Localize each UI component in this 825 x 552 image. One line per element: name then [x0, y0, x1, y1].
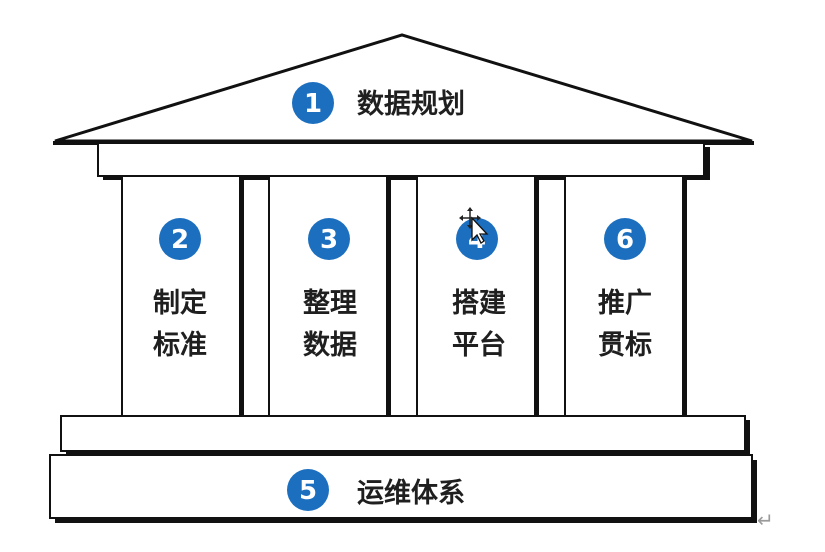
beam-shape — [97, 142, 705, 177]
roof-label: 数据规划 — [357, 89, 465, 120]
base-shape — [49, 454, 753, 519]
pillar-3-label-line1: 搭建 — [452, 288, 506, 319]
pillar-2-shape — [268, 175, 388, 417]
pillar-2-number-badge — [308, 218, 350, 260]
pillar-3-number-badge — [456, 218, 498, 260]
pillar-2-shadow — [386, 178, 391, 416]
pillar-1-shadow — [239, 178, 244, 416]
return-mark-icon: ↵ — [757, 508, 774, 532]
pillar-4-shadow — [682, 178, 687, 416]
beam — [97, 142, 710, 180]
pillar-1-number: 2 — [171, 225, 189, 255]
pillar-1-number-badge — [159, 218, 201, 260]
pillar-3-shadow — [534, 178, 539, 416]
pillar-4-label-line1: 推广 — [598, 288, 652, 319]
base-number: 5 — [299, 476, 317, 506]
pillar-2-label-line2: 数据 — [303, 330, 357, 361]
base-label: 运维体系 — [357, 478, 465, 509]
pillar-1-shape — [121, 175, 241, 417]
pillar-4: 6 推广 贯标 — [564, 175, 687, 417]
pillar-1-label-line2: 标准 — [153, 330, 207, 361]
pillar-1: 2 制定 标准 — [121, 175, 244, 417]
pillar-1-label-line1: 制定 — [153, 287, 207, 319]
pillar-2-number: 3 — [320, 225, 338, 255]
pillar-4-label-line2: 贯标 — [598, 330, 652, 361]
base-number-badge — [287, 469, 329, 511]
upper-step — [60, 415, 750, 455]
base: 5 运维体系 — [49, 454, 757, 523]
pillar-4-number: 6 — [616, 225, 634, 255]
roof: 1 数据规划 — [53, 33, 754, 145]
roof-shape — [54, 33, 753, 143]
roof-number: 1 — [304, 89, 322, 119]
pillar-2: 3 整理 数据 — [268, 175, 391, 417]
pillar-3-label-line2: 平台 — [452, 329, 506, 361]
pillar-4-number-badge — [604, 218, 646, 260]
roof-number-badge — [292, 82, 334, 124]
pillar-2-label-line1: 整理 — [303, 288, 357, 319]
move-cursor-icon — [459, 207, 489, 244]
upper-step-shape — [60, 415, 746, 452]
pillar-3: 4 搭建 平台 — [416, 175, 539, 417]
